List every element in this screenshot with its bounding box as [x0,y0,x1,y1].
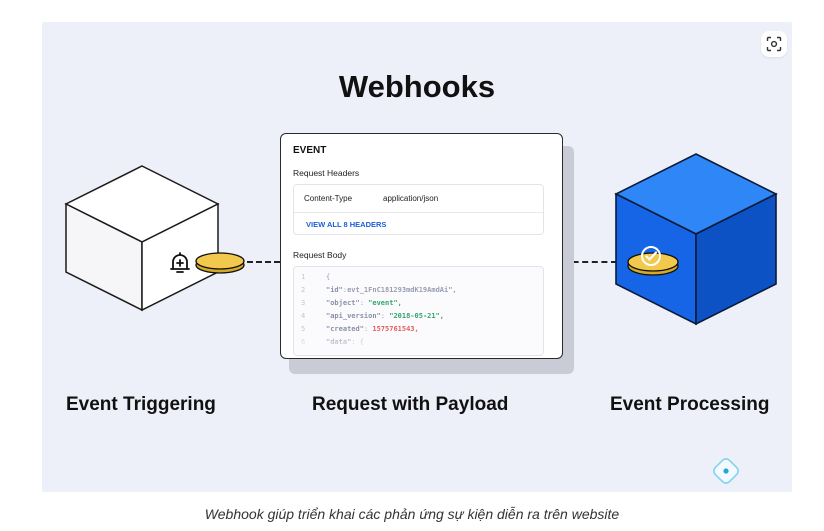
view-all-headers-link[interactable]: VIEW ALL 8 HEADERS [306,220,387,229]
event-card: EVENT Request Headers Content-Type appli… [280,133,563,359]
trigger-cube [64,165,220,312]
headers-box: Content-Type application/json VIEW ALL 8… [293,184,544,235]
diamond-logo-icon [713,458,739,484]
label-event-triggering: Event Triggering [66,394,216,415]
card-title: EVENT [293,145,327,156]
left-connector [247,261,280,263]
label-event-processing: Event Processing [610,394,770,415]
bell-plus-icon [170,252,190,273]
diagram-title: Webhooks [338,69,496,104]
headers-divider [294,212,543,213]
check-circle-icon [641,246,661,266]
header-name: Content-Type [304,194,353,203]
headers-label: Request Headers [293,168,360,178]
body-label: Request Body [293,250,347,260]
processing-cube [614,153,778,326]
request-body-box: 1{ 2"id":evt_1FnC181293mdK19AmdAi", 3"ob… [293,266,544,356]
image-search-button[interactable] [761,31,787,57]
label-request-with-payload: Request with Payload [312,394,509,415]
code-fade [294,329,543,355]
scan-icon [766,36,782,52]
webhooks-diagram: Webhooks EVENT Request Headers Content-T… [42,22,792,492]
right-connector [563,261,617,263]
left-token [195,252,245,274]
header-value: application/json [383,194,439,203]
right-token [627,252,679,276]
figure-caption: Webhook giúp triển khai các phản ứng sự … [204,506,620,522]
